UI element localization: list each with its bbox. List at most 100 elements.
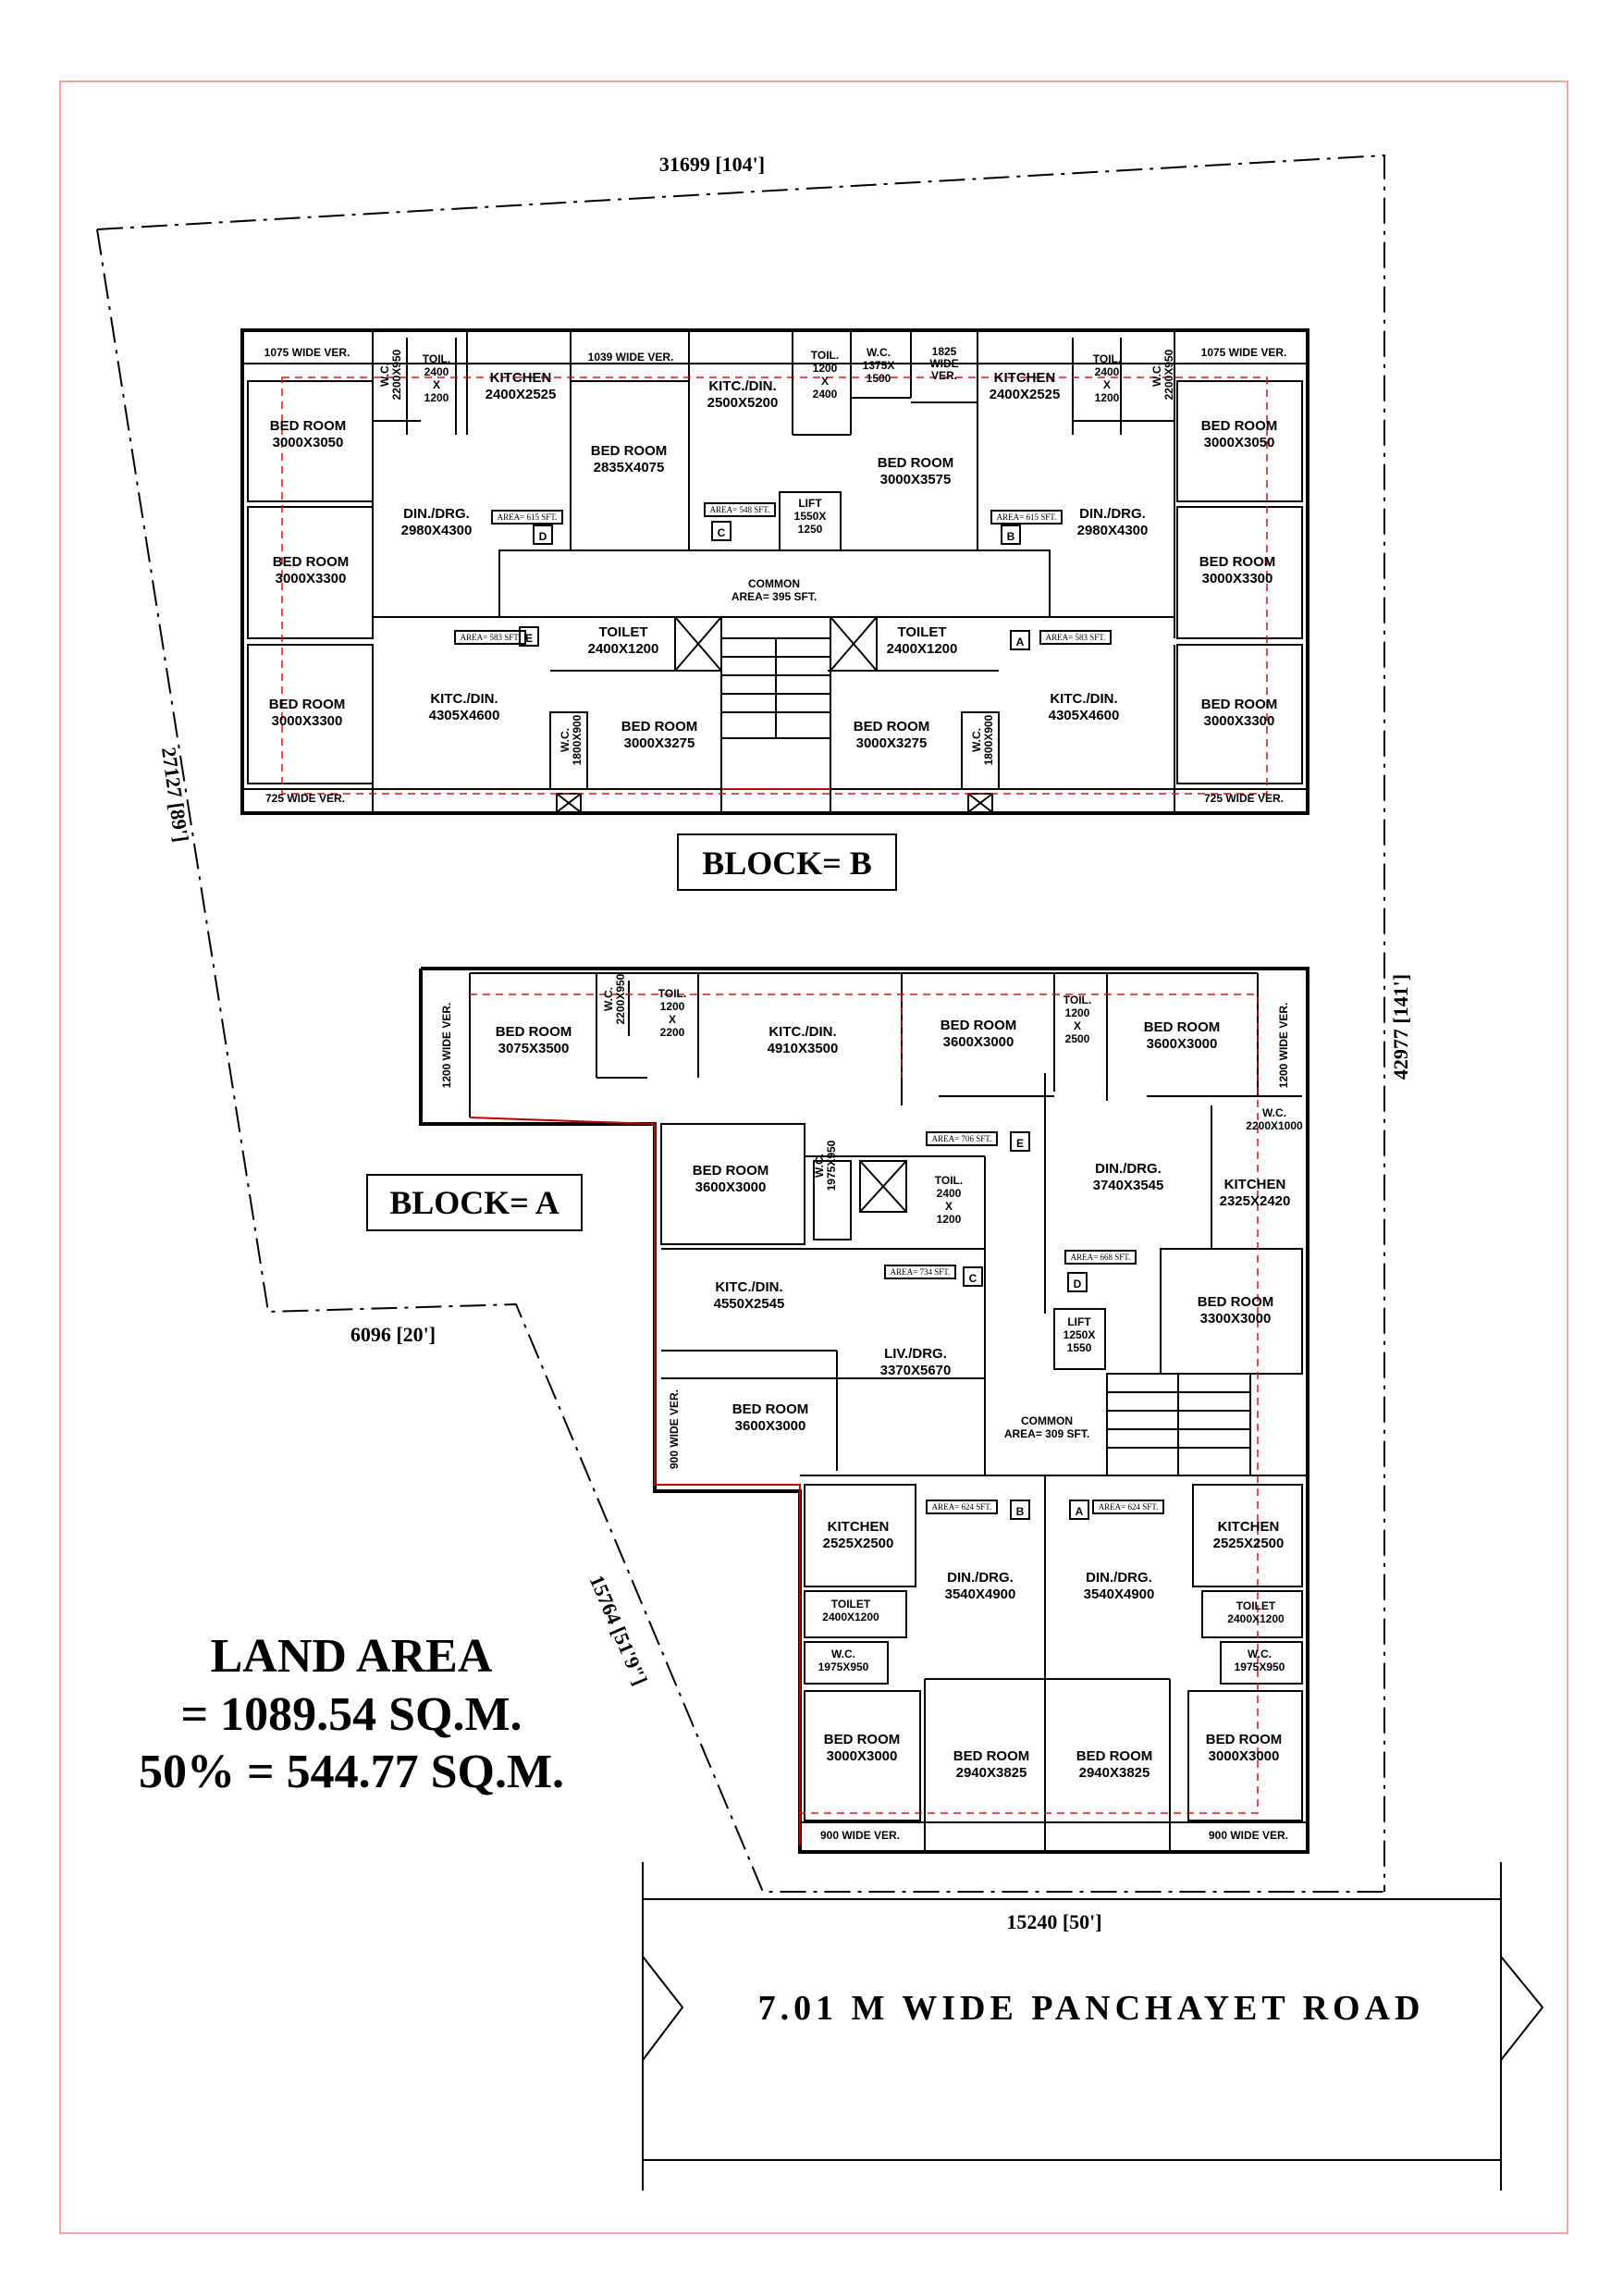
- room-label: KITCHEN: [490, 370, 552, 386]
- plot-boundary: [96, 154, 1385, 1893]
- flat-id: D: [1074, 1278, 1082, 1290]
- flat-id-box: [1069, 1500, 1089, 1520]
- room-label: 2500X5200: [707, 395, 779, 411]
- room-label: X: [433, 378, 440, 391]
- block-b-title-box: [677, 833, 897, 891]
- area-tag-box: [1039, 630, 1112, 645]
- room-label: 2200X950: [1162, 349, 1175, 400]
- room-label: COMMON: [1021, 1414, 1073, 1427]
- room-label: 2200X950: [390, 349, 403, 400]
- room-label: LIV./DRG.: [884, 1346, 947, 1362]
- flat-id-box: [533, 525, 553, 545]
- room-label: BED ROOM: [878, 455, 954, 471]
- flat-id: E: [1016, 1137, 1024, 1150]
- room-label: 3600X3000: [695, 1179, 767, 1195]
- block-b-title: BLOCK= B: [702, 845, 872, 882]
- room-label: 2980X4300: [401, 523, 473, 538]
- room-label: W.C.: [559, 728, 572, 752]
- room-label: 3600X3000: [1147, 1036, 1218, 1052]
- room-label: 3000X3275: [856, 735, 928, 751]
- room-label: W.C.: [1248, 1648, 1272, 1660]
- room-label: AREA= 395 SFT.: [732, 590, 817, 603]
- room-label: 2400: [937, 1187, 962, 1200]
- room-label: 1250: [798, 523, 823, 536]
- room-label: 2940X3825: [956, 1765, 1027, 1781]
- flat-id-box: [1010, 630, 1030, 650]
- flat-id-box: [1010, 1500, 1030, 1520]
- room-label: 3740X3545: [1093, 1178, 1164, 1193]
- room-label: 2940X3825: [1079, 1765, 1150, 1781]
- room-label: BED ROOM: [591, 443, 668, 459]
- flat-id: C: [718, 526, 726, 539]
- room-label: 2400X1200: [887, 641, 958, 657]
- room-label: 1200: [937, 1213, 962, 1226]
- dim-right: 42977 [141']: [1389, 974, 1412, 1080]
- room-label: 1375X: [863, 359, 895, 372]
- room-label: 3370X5670: [880, 1363, 952, 1378]
- room-label: 3000X3575: [880, 472, 952, 488]
- land-area-value: = 1089.54 SQ.M.: [180, 1688, 522, 1741]
- room-label: 3600X3000: [943, 1034, 1014, 1050]
- room-label: KITC./DIN.: [715, 1279, 782, 1295]
- room-label: 1200: [813, 362, 838, 375]
- room-label: TOILET: [598, 624, 647, 640]
- dim-left: 27127 [89']: [157, 746, 193, 844]
- room-label: X: [1103, 378, 1111, 391]
- room-label: BED ROOM: [270, 418, 347, 434]
- room-label: W.C.: [970, 728, 983, 752]
- veranda-label: WIDE: [929, 357, 958, 370]
- area-tag-box: [454, 630, 526, 645]
- room-label: BED ROOM: [1201, 418, 1278, 434]
- room-label: 4305X4600: [1049, 708, 1120, 723]
- room-label: 1200: [660, 1000, 685, 1013]
- flat-id-box: [1010, 1131, 1030, 1152]
- room-label: 2200X1000: [1246, 1119, 1303, 1132]
- room-label: TOIL.: [1064, 994, 1091, 1006]
- room-label: 4305X4600: [429, 708, 500, 723]
- room-label: 2400X1200: [1227, 1612, 1285, 1625]
- room-label: BED ROOM: [621, 719, 698, 734]
- room-label: 2525X2500: [1213, 1536, 1285, 1551]
- room-label: 2400: [424, 365, 449, 378]
- block-a-title: BLOCK= A: [389, 1184, 559, 1221]
- room-label: DIN./DRG.: [1086, 1570, 1152, 1586]
- flat-id: A: [1016, 636, 1025, 648]
- veranda-label: 900 WIDE VER.: [820, 1829, 900, 1842]
- room-label: 3540X4900: [945, 1586, 1016, 1602]
- dim-notch: 6096 [20']: [350, 1323, 436, 1346]
- room-label: 3000X3300: [272, 713, 343, 729]
- veranda-label: 725 WIDE VER.: [1204, 792, 1284, 805]
- room-label: 2400X1200: [588, 641, 659, 657]
- area-tag-box: [926, 1500, 998, 1514]
- room-label: BED ROOM: [693, 1163, 769, 1179]
- room-label: KITC./DIN.: [1050, 691, 1117, 707]
- room-label: 1200: [1065, 1006, 1090, 1019]
- flat-id-box: [963, 1266, 983, 1287]
- room-label: TOILET: [1236, 1599, 1276, 1612]
- veranda-label: 1825: [932, 345, 957, 358]
- room-label: 3000X3050: [273, 435, 344, 451]
- veranda-label: 1200 WIDE VER.: [440, 1003, 453, 1089]
- room-label: 2400X2525: [486, 387, 557, 402]
- room-label: KITCHEN: [1218, 1519, 1280, 1535]
- room-label: TOIL.: [658, 987, 686, 1000]
- land-area-half: 50% = 544.77 SQ.M.: [139, 1746, 564, 1798]
- area-tag: AREA= 615 SFT.: [498, 512, 558, 522]
- room-label: TOIL.: [1093, 352, 1121, 365]
- room-label: 2400X1200: [822, 1611, 879, 1623]
- room-label: 4550X2545: [714, 1296, 785, 1312]
- room-label: 1975X950: [1235, 1660, 1285, 1673]
- room-label: BED ROOM: [269, 697, 346, 712]
- area-tag-box: [704, 502, 776, 517]
- veranda-label: VER.: [931, 369, 957, 382]
- flat-id: D: [539, 530, 547, 543]
- area-tag-box: [1092, 1500, 1164, 1514]
- room-label: X: [1074, 1019, 1081, 1032]
- room-label: BED ROOM: [941, 1018, 1017, 1033]
- room-label: 3000X3275: [624, 735, 695, 751]
- room-label: BED ROOM: [273, 554, 350, 570]
- room-label: 1975X950: [825, 1140, 838, 1191]
- area-tag: AREA= 583 SFT.: [1046, 633, 1106, 642]
- dim-diagonal: 15764 [51'9"]: [585, 1572, 652, 1688]
